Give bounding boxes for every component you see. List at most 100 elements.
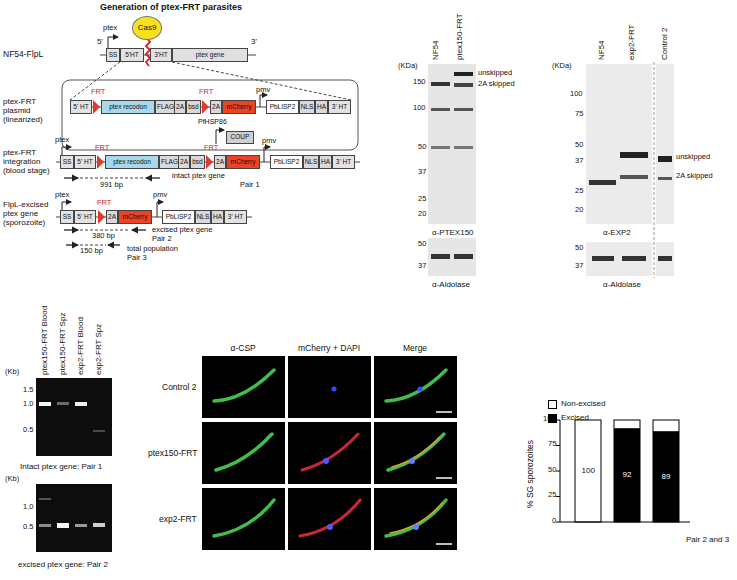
text-label: ptex-FRT integration (blood stage) (3, 148, 59, 176)
text-label: 50 (418, 240, 426, 249)
segment-label: SS (109, 52, 118, 59)
text-label: pmv (262, 137, 276, 146)
gene-segment-box: NLS (195, 210, 211, 224)
axis-label: ptex150-FRT Blood (40, 306, 49, 375)
promoter-arrow (62, 37, 270, 217)
text-label: pmv (153, 191, 167, 200)
bar-chart (556, 522, 560, 523)
microscopy-panel (374, 488, 457, 550)
text-label: (Kb) (5, 368, 19, 377)
microscopy-panel (374, 356, 457, 418)
segment-label: 2A (176, 104, 184, 111)
text-label: 37 (418, 262, 426, 271)
gene-segment-box: HA (211, 210, 224, 224)
primer-arrow (108, 244, 120, 245)
gene-segment-box: 2A (210, 100, 222, 114)
western-blot (656, 64, 674, 224)
protein-circle: Cas9 (132, 16, 162, 40)
primer-arrow (64, 229, 78, 230)
promoter-arrow (62, 147, 71, 155)
axis-label: exp2-FRT (627, 25, 636, 60)
text-label: 0.5 (23, 426, 33, 435)
text-label: unskipped (676, 153, 710, 162)
gene-segment-box: 5' HT (70, 100, 92, 114)
segment-label: 5'HT (125, 52, 139, 59)
gene-segment-box: 5'HT (120, 48, 144, 62)
dashed-line (172, 62, 351, 100)
agarose-gel (36, 484, 112, 552)
segment-label: PbLISP2 (274, 159, 300, 166)
sporozoite (327, 524, 333, 530)
text-label: 50 (418, 143, 426, 152)
text-label: 50 (575, 141, 583, 150)
text-label: 25 (548, 491, 556, 500)
agarose-gel (39, 524, 51, 527)
text-label: ptex (55, 191, 69, 200)
western-blot (620, 152, 648, 158)
axis-label: exp2-FRT Blood (76, 317, 85, 375)
bar-chart (556, 496, 560, 497)
agarose-gel (75, 402, 87, 406)
segment-label: 2A (216, 159, 224, 166)
agarose-gel (93, 523, 105, 527)
axis-label: Control 2 (660, 28, 669, 60)
sporozoite (392, 437, 440, 467)
text-label: NF54-FlpL (3, 50, 43, 60)
text-label: 50 (548, 466, 556, 475)
gene-segment-box: 3' HT (332, 155, 355, 169)
western-blot (586, 242, 652, 276)
western-blot (658, 177, 672, 180)
bar-chart (556, 420, 560, 522)
microscopy-panel (288, 356, 371, 418)
frt-triangle (202, 100, 209, 114)
text-label: 0.5 (23, 523, 33, 532)
agarose-gel (93, 430, 105, 432)
bar-chart (556, 420, 690, 522)
western-blot (428, 64, 476, 224)
segment-label: bsd (192, 159, 202, 166)
bar-chart (653, 420, 679, 522)
scale-bar (436, 543, 452, 545)
gene-segment-box: 3' HT (328, 100, 351, 114)
western-blot (431, 146, 450, 149)
gene-segment-box: SS (60, 155, 74, 169)
text-label: 20 (575, 206, 583, 215)
text-label: Pair 2 (152, 235, 172, 244)
scale-bar (436, 412, 452, 544)
gene-segment-box: FLAG (159, 155, 180, 169)
western-blot (658, 156, 672, 162)
text-label: 3' (251, 37, 257, 46)
segment-label: PbLISP2 (166, 214, 192, 221)
primer-arrow (132, 229, 146, 230)
text-label: FRT (95, 144, 109, 153)
text-label: FlpL-excised ptex gene (sporozoite) (3, 200, 59, 228)
text-label: exp2-FRT (159, 515, 197, 525)
western-blot (454, 83, 473, 87)
text-label: total population (127, 245, 178, 254)
frt-triangle (98, 210, 105, 224)
gene-segment-box: mCherry (118, 210, 152, 224)
axis-label: % SG sporozoites (526, 440, 536, 508)
text-label: FRT (204, 144, 218, 153)
agarose-gel (75, 524, 87, 527)
sporozoite (323, 458, 329, 464)
segment-label: 3'HT (154, 52, 168, 59)
text-label: α-Aldolase (603, 280, 641, 289)
bar-chart (556, 471, 560, 472)
text-label: FRT (199, 88, 213, 97)
western-blot (620, 175, 648, 179)
western-blot (658, 256, 672, 261)
western-blot (454, 108, 473, 111)
text-label: 2A skipped (676, 172, 713, 181)
bar-chart (614, 428, 640, 522)
sporozoite (386, 500, 446, 536)
gene-segment-box: NLS (299, 100, 315, 114)
segment-label: 3' HT (332, 104, 347, 111)
segment-label: PbLISP2 (270, 104, 296, 111)
primer-arrow (66, 244, 78, 245)
western-blot (654, 62, 655, 278)
sporozoite (214, 500, 274, 536)
axis-label: exp2-FRT Spz (94, 324, 103, 375)
western-blot (586, 64, 652, 224)
gene-segment-box: 2A (106, 210, 118, 224)
